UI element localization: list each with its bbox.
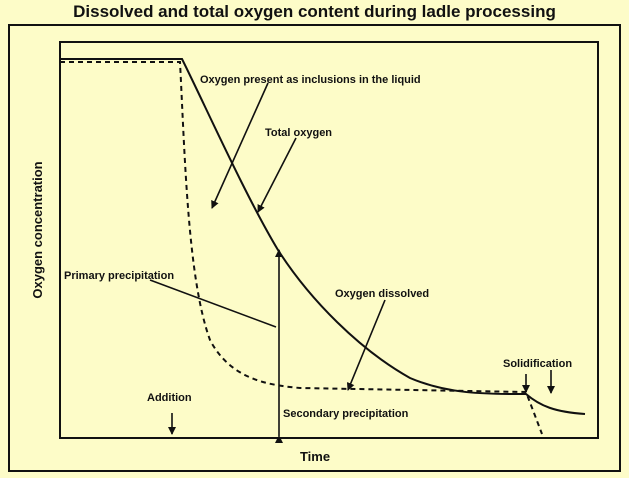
inclusions-leader [211, 82, 269, 209]
y-axis-label: Oxygen concentration [30, 161, 45, 298]
label-addition: Addition [147, 392, 192, 404]
primary-precipitation-leader [149, 279, 277, 328]
label-solidification: Solidification [503, 358, 572, 370]
diagram-title: Dissolved and total oxygen content durin… [73, 2, 556, 21]
oxygen-dissolved-leader [346, 299, 386, 391]
x-axis-label: Time [300, 449, 330, 464]
dissolved-oxygen-curve [60, 61, 543, 435]
label-oxygen-dissolved: Oxygen dissolved [335, 288, 429, 300]
label-secondary-precipitation: Secondary precipitation [283, 408, 409, 420]
total-oxygen-curve [60, 58, 586, 415]
plot-area [59, 41, 599, 439]
label-primary-precipitation: Primary precipitation [64, 270, 174, 282]
total-oxygen-leader [257, 137, 297, 213]
label-total-oxygen: Total oxygen [265, 127, 332, 139]
label-inclusions: Oxygen present as inclusions in the liqu… [200, 74, 421, 86]
diagram-frame [8, 24, 621, 472]
